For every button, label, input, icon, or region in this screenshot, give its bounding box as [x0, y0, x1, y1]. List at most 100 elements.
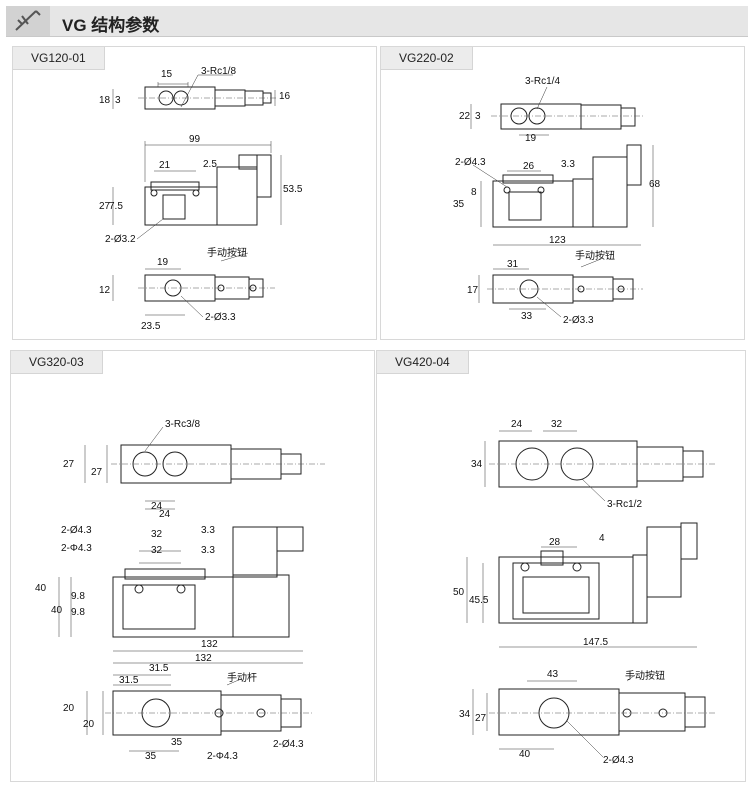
model-tab: VG120-01: [13, 47, 105, 70]
dim-label: 28: [549, 537, 561, 548]
manual-lever-label: 手动杆: [227, 671, 257, 684]
hole-label: 2-Ø3.2: [105, 234, 136, 245]
hole-label: 2-Φ4.3: [207, 751, 238, 762]
dim-label: 31: [507, 259, 519, 270]
front-view: [466, 522, 698, 648]
dim-label: 9.8: [71, 607, 85, 618]
dim-label: 3.3: [201, 525, 215, 536]
page-title: VG 结构参数: [62, 16, 160, 35]
port-label: 3-Rc1/8: [201, 66, 236, 77]
dim-label: 24: [511, 419, 523, 430]
model-tab: VG420-04: [377, 351, 469, 374]
top-view: [112, 74, 278, 110]
hole-label: 2-Ø3.3: [205, 312, 236, 323]
dim-label: 68: [649, 179, 661, 190]
dim-label: 17: [467, 285, 479, 296]
vg420-drawing: 24 32 34 3-Rc1/2 28 4 50 45.5 147.5: [453, 419, 715, 766]
dim-label: 18: [99, 95, 111, 106]
dim-label: 24: [159, 509, 171, 520]
section-header: VG 结构参数: [6, 6, 748, 37]
panel-vg420: VG420-04 24 32 34 3-Rc1/2: [376, 350, 746, 782]
hole-label: 2-Ø4.3: [61, 525, 92, 536]
dim-label: 4: [599, 533, 605, 544]
dim-label: 16: [279, 91, 291, 102]
vg120-drawing: 15 3-Rc1/8 18 3 16 99 21 2.5 27 7.5 53.: [99, 66, 303, 332]
dim-label: 35: [453, 199, 465, 210]
dim-label: 50: [453, 587, 465, 598]
dim-label: 2.5: [203, 159, 217, 170]
side-view: [112, 252, 275, 318]
side-view: [478, 258, 643, 318]
dim-label: 26: [523, 161, 535, 172]
dim-label: 22: [459, 111, 471, 122]
vg220-drawing: 3-Rc1/4 22 3 19 2-Ø4.3 26 3.3 8 35 68 12…: [453, 76, 661, 326]
dim-label: 20: [63, 703, 75, 714]
hole-label: 2-Ø4.3: [273, 739, 304, 750]
dim-label: 12: [99, 285, 111, 296]
dim-label: 15: [161, 69, 173, 80]
model-tab: VG220-02: [381, 47, 473, 70]
dim-label: 31.5: [119, 675, 139, 686]
dim-label: 40: [519, 749, 531, 760]
port-label: 3-Rc1/4: [525, 76, 560, 87]
dim-label: 40: [35, 583, 47, 594]
dim-label: 27: [99, 201, 111, 212]
dim-label: 3: [475, 111, 481, 122]
dim-label: 21: [159, 160, 171, 171]
dim-label: 7.5: [109, 201, 123, 212]
dim-label: 8: [471, 187, 477, 198]
dim-label: 147.5: [583, 637, 608, 648]
dim-label: 33: [521, 311, 533, 322]
manual-button-label: 手动按钮: [575, 249, 615, 262]
port-label: 3-Rc1/2: [607, 499, 642, 510]
panel-vg320: VG320-03 3-Rc3/8 27 27 24 24: [10, 350, 375, 782]
dim-label: 45.5: [469, 595, 489, 606]
side-view: [86, 674, 313, 752]
hole-label: 2-Ø4.3: [603, 755, 634, 766]
dim-label: 31.5: [149, 663, 169, 674]
dim-label: 32: [151, 529, 163, 540]
dim-label: 132: [195, 653, 212, 664]
top-view: [484, 430, 715, 502]
dim-label: 19: [157, 257, 169, 268]
dim-label: 35: [145, 751, 157, 762]
front-view: [112, 141, 282, 240]
dim-label: 32: [151, 545, 163, 556]
port-label: 3-Rc3/8: [165, 419, 200, 430]
caliper-logo-icon: [6, 6, 50, 36]
dim-label: 9.8: [71, 591, 85, 602]
dim-label: 3.3: [201, 545, 215, 556]
dim-label: 27: [475, 713, 487, 724]
dim-label: 27: [63, 459, 75, 470]
front-view: [472, 144, 654, 246]
panel-vg220: VG220-02 3-Rc1/4 22 3 19: [380, 46, 745, 340]
dim-label: 35: [171, 737, 183, 748]
manual-button-label: 手动按钮: [207, 246, 247, 259]
dim-label: 99: [189, 134, 201, 145]
side-view: [472, 674, 715, 758]
dim-label: 23.5: [141, 321, 161, 332]
hole-label: 2-Ø4.3: [455, 157, 486, 168]
dim-label: 27: [91, 467, 103, 478]
top-view: [84, 426, 325, 510]
model-tab: VG320-03: [11, 351, 103, 374]
dim-label: 40: [51, 605, 63, 616]
dim-label: 32: [551, 419, 563, 430]
dim-label: 24: [151, 501, 163, 512]
dim-label: 3.3: [561, 159, 575, 170]
dim-label: 34: [471, 459, 483, 470]
manual-button-label: 手动按钮: [625, 669, 665, 682]
dim-label: 20: [83, 719, 95, 730]
dim-label: 3: [115, 95, 121, 106]
panel-vg120: VG120-01 15 3-Rc1/8 18 3 16: [12, 46, 377, 340]
dim-label: 53.5: [283, 184, 303, 195]
vg320-drawing: 3-Rc3/8 27 27 24 24 2-Ø4.3 2-Φ4.3 32 32 …: [35, 419, 325, 762]
dim-label: 19: [525, 133, 537, 144]
dim-label: 43: [547, 669, 559, 680]
front-view: [58, 526, 304, 664]
dim-label: 123: [549, 235, 566, 246]
hole-label: 2-Ø3.3: [563, 315, 594, 326]
top-view: [470, 86, 643, 136]
dim-label: 132: [201, 639, 218, 650]
hole-label: 2-Φ4.3: [61, 543, 92, 554]
